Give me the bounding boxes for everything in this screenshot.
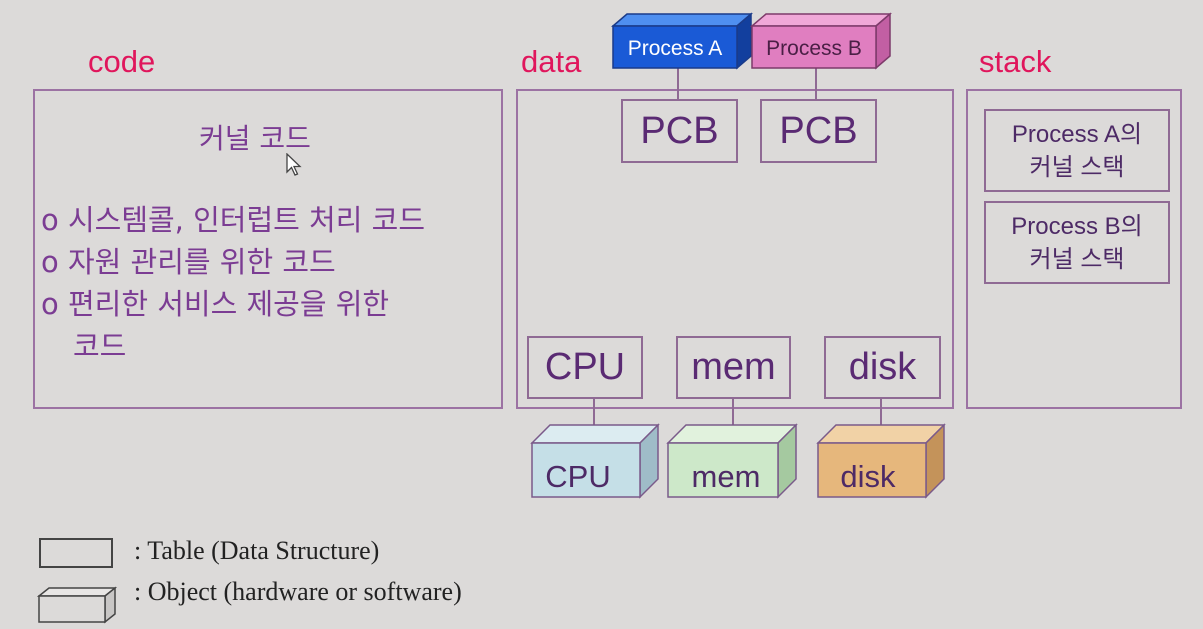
mem-table: mem [676, 336, 791, 399]
legend-table-symbol [39, 538, 113, 568]
stack-a-line2: 커널 스택 [1029, 154, 1125, 181]
process-b-label: Process B [766, 37, 862, 60]
legend-table-text: : Table (Data Structure) [134, 536, 380, 565]
stack-panel: Process A의 커널 스택 Process B의 커널 스택 [966, 89, 1182, 409]
pcb-table-b: PCB [760, 99, 877, 163]
code-section-title: code [88, 44, 156, 79]
legend-object-symbol [37, 586, 117, 624]
disk-object: disk [816, 423, 946, 499]
process-b-kernel-stack: Process B의 커널 스택 [984, 201, 1170, 284]
data-section-title: data [521, 44, 582, 79]
process-a-label: Process A [628, 37, 723, 60]
disk-table: disk [824, 336, 941, 399]
code-item-list: o 시스템콜, 인터럽트 처리 코드 o 자원 관리를 위한 코드 o 편리한 … [41, 199, 425, 367]
stack-a-line1: Process A의 [1011, 121, 1143, 148]
cpu-object: CPU [530, 423, 660, 499]
kernel-code-heading: 커널 코드 [199, 122, 311, 155]
code-item: o 편리한 서비스 제공을 위한 [41, 287, 390, 321]
stack-b-line2: 커널 스택 [1029, 246, 1125, 273]
disk-object-label: disk [840, 459, 896, 494]
code-item: o 시스템콜, 인터럽트 처리 코드 [41, 203, 425, 237]
code-item: o 자원 관리를 위한 코드 [41, 245, 336, 279]
pcb-table-a: PCB [621, 99, 738, 163]
mem-object: mem [666, 423, 798, 499]
mem-object-label: mem [692, 459, 761, 494]
mouse-cursor-icon [286, 153, 302, 176]
process-b-object: Process B [750, 12, 892, 70]
data-panel [516, 89, 954, 409]
cpu-table: CPU [527, 336, 643, 399]
process-a-kernel-stack: Process A의 커널 스택 [984, 109, 1170, 192]
stack-section-title: stack [979, 44, 1052, 79]
code-item: 코드 [73, 329, 127, 363]
cpu-object-label: CPU [545, 459, 610, 494]
stack-b-line1: Process B의 [1011, 213, 1143, 240]
code-panel: 커널 코드 o 시스템콜, 인터럽트 처리 코드 o 자원 관리를 위한 코드 … [33, 89, 503, 409]
process-a-object: Process A [611, 12, 753, 70]
legend-object-text: : Object (hardware or software) [134, 577, 462, 606]
